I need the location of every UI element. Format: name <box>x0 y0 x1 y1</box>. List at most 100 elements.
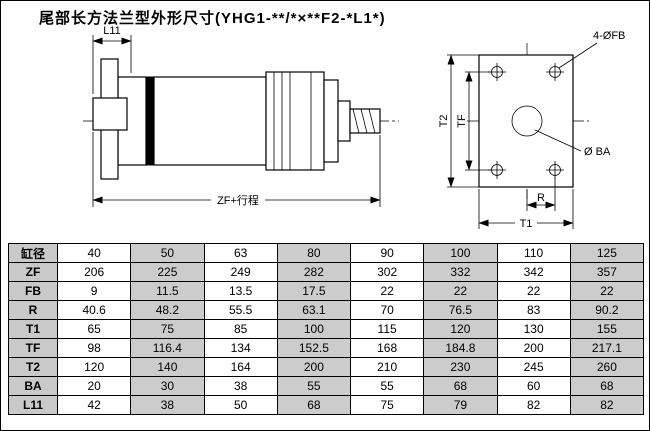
dim-tf-label: TF <box>456 114 468 128</box>
cell-value: 200 <box>276 357 352 377</box>
cell-value: 50 <box>203 395 278 415</box>
cell-value: 63.1 <box>276 300 352 320</box>
row-label: 缸径 <box>8 243 58 263</box>
cell-value: 332 <box>423 262 498 282</box>
cell-value: 110 <box>496 243 571 263</box>
dim-l11: L11 <box>92 25 132 94</box>
cell-value: 40 <box>56 243 132 263</box>
cell-value: 302 <box>349 262 425 282</box>
row-label: BA <box>8 376 58 396</box>
row-label: T2 <box>8 357 58 377</box>
cell-value: 245 <box>496 357 571 377</box>
dim-r-label: R <box>537 192 545 204</box>
cell-value: 48.2 <box>130 300 205 320</box>
cell-value: 90 <box>349 243 425 263</box>
cell-value: 68 <box>569 376 645 396</box>
cell-value: 217.1 <box>569 338 645 358</box>
cell-value: 249 <box>203 262 278 282</box>
cell-value: 130 <box>496 319 571 339</box>
dim-t2: T2 <box>438 54 479 188</box>
cell-value: 152.5 <box>276 338 352 358</box>
cell-value: 65 <box>56 319 132 339</box>
dim-t2-label: T2 <box>438 115 450 128</box>
ba-label: Ø BA <box>584 146 611 158</box>
row-label: ZF <box>8 262 58 282</box>
cell-value: 115 <box>349 319 425 339</box>
cell-value: 282 <box>276 262 352 282</box>
dim-l11-label: L11 <box>103 25 121 37</box>
dim-t1: T1 <box>478 189 574 230</box>
cell-value: 30 <box>130 376 205 396</box>
cell-value: 85 <box>203 319 278 339</box>
cell-value: 22 <box>569 281 645 301</box>
rod-thread <box>349 108 381 134</box>
cell-value: 184.8 <box>423 338 498 358</box>
cell-value: 83 <box>496 300 571 320</box>
row-label: T1 <box>8 319 58 339</box>
cell-value: 357 <box>569 262 645 282</box>
callout-ba: Ø BA <box>534 129 611 158</box>
cylinder-side-view: L11 ZF+行程 <box>83 25 399 207</box>
cell-value: 11.5 <box>130 281 205 301</box>
cell-value: 55 <box>276 376 352 396</box>
callout-fb: 4-ØFB <box>558 30 625 69</box>
cell-value: 68 <box>276 395 352 415</box>
row-label: L11 <box>8 395 58 415</box>
cell-value: 82 <box>569 395 645 415</box>
flange-front-view: T2 TF R T1 <box>438 30 625 230</box>
dim-zf-label: ZF+行程 <box>217 194 259 207</box>
cell-value: 13.5 <box>203 281 278 301</box>
cell-value: 210 <box>349 357 425 377</box>
cell-value: 125 <box>569 243 645 263</box>
cylinder-tube <box>153 76 267 166</box>
cell-value: 230 <box>423 357 498 377</box>
cell-value: 38 <box>203 376 278 396</box>
cell-value: 22 <box>496 281 571 301</box>
bolt-holes <box>488 63 564 179</box>
cell-value: 20 <box>56 376 132 396</box>
cell-value: 225 <box>130 262 205 282</box>
technical-drawing: L11 ZF+行程 <box>83 25 625 230</box>
rear-block <box>92 97 128 131</box>
dim-t1-label: T1 <box>520 218 533 230</box>
cell-value: 60 <box>496 376 571 396</box>
cell-value: 76.5 <box>423 300 498 320</box>
row-label: FB <box>8 281 58 301</box>
dim-r: R <box>526 177 556 211</box>
dim-zf: ZF+行程 <box>92 132 381 207</box>
cell-value: 9 <box>56 281 132 301</box>
cell-value: 164 <box>203 357 278 377</box>
cell-value: 70 <box>349 300 425 320</box>
cell-value: 80 <box>276 243 352 263</box>
cell-value: 134 <box>203 338 278 358</box>
cell-value: 79 <box>423 395 498 415</box>
cell-value: 55.5 <box>203 300 278 320</box>
cell-value: 55 <box>349 376 425 396</box>
cell-value: 120 <box>423 319 498 339</box>
flange-face <box>478 54 574 188</box>
cell-value: 75 <box>349 395 425 415</box>
cell-value: 90.2 <box>569 300 645 320</box>
page-title: 尾部长方法兰型外形尺寸(YHG1-**/*×**F2-*L1*) <box>39 10 386 27</box>
cell-value: 200 <box>496 338 571 358</box>
row-label: R <box>8 300 58 320</box>
cell-value: 140 <box>130 357 205 377</box>
cell-value: 168 <box>349 338 425 358</box>
cell-value: 342 <box>496 262 571 282</box>
cell-value: 22 <box>423 281 498 301</box>
seal-band <box>145 76 155 166</box>
cell-value: 100 <box>276 319 352 339</box>
cell-value: 260 <box>569 357 645 377</box>
cell-value: 75 <box>130 319 205 339</box>
cell-value: 155 <box>569 319 645 339</box>
cell-value: 82 <box>496 395 571 415</box>
